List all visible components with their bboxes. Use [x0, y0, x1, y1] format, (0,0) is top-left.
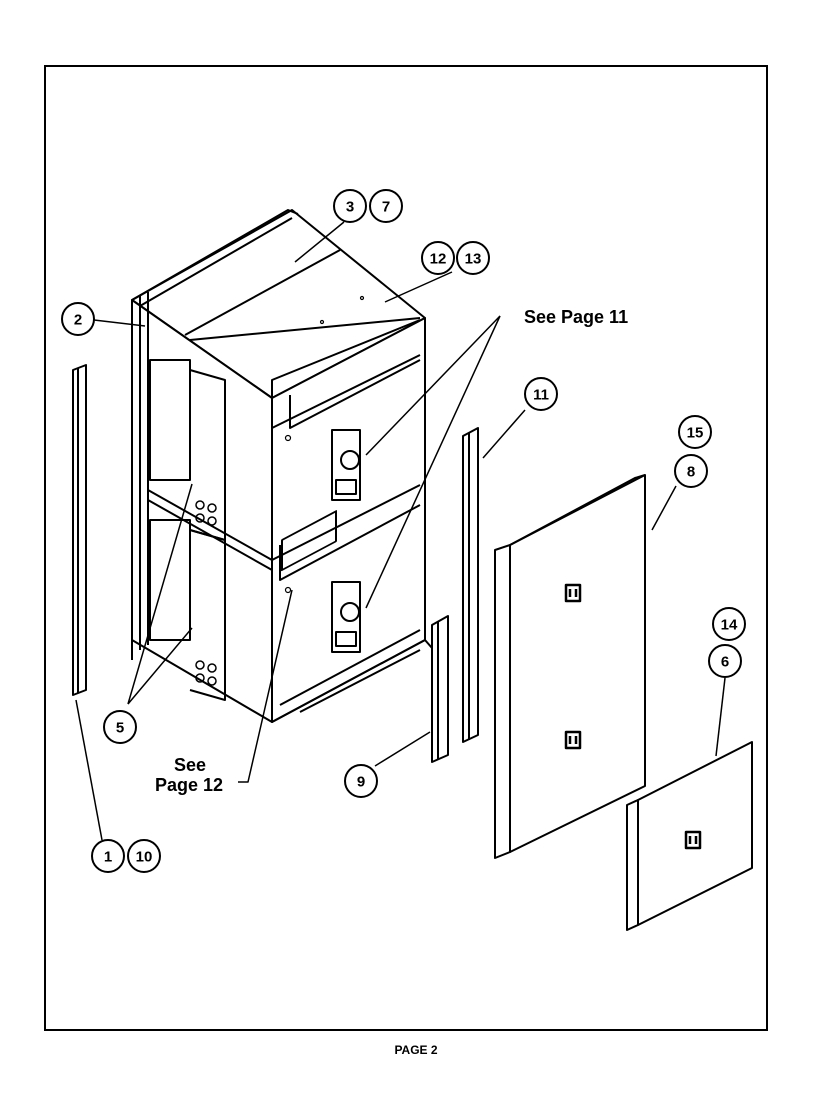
callout-2: 2	[74, 312, 82, 329]
rail-part-11	[462, 427, 479, 743]
callout-14: 14	[721, 617, 738, 634]
callout-13: 13	[465, 251, 482, 268]
callout-3: 3	[346, 199, 354, 216]
door-panel-part-6	[626, 741, 753, 931]
lower-breaker	[331, 581, 361, 653]
callout-circles	[61, 189, 746, 873]
door-panel-part-8	[494, 474, 646, 859]
page-number-label: PAGE 2	[394, 1043, 438, 1057]
see-page-11-label: See Page 11	[524, 307, 628, 327]
callout-5: 5	[116, 720, 124, 737]
diagram-border	[44, 65, 768, 1031]
rail-part-1	[72, 364, 87, 696]
page-12-label: Page 12	[155, 775, 223, 795]
rail-part-9	[431, 615, 449, 763]
callout-1: 1	[104, 849, 112, 866]
leader-lines	[75, 221, 726, 841]
callout-15: 15	[687, 425, 704, 442]
main-cabinet	[131, 209, 433, 723]
callout-7: 7	[382, 199, 390, 216]
callout-10: 10	[136, 849, 153, 866]
callout-12: 12	[430, 251, 447, 268]
upper-breaker	[331, 429, 361, 501]
see-label: See	[174, 755, 206, 775]
callout-11: 11	[533, 387, 549, 404]
callout-8: 8	[687, 464, 695, 481]
callout-9: 9	[357, 774, 365, 791]
callout-6: 6	[721, 654, 729, 671]
